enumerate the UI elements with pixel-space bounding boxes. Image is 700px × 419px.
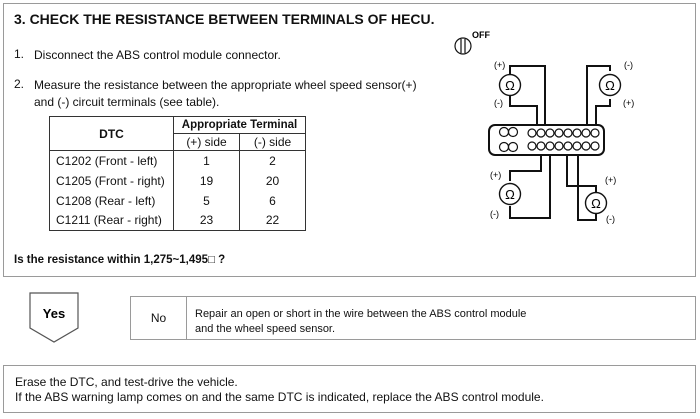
final-instruction-box: Erase the DTC, and test-drive the vehicl… [3,365,696,413]
plus-label: (+) [623,98,634,108]
minus-cell: 22 [239,210,306,231]
final-instruction-line: If the ABS warning lamp comes on and the… [15,390,544,404]
section-title: 3. CHECK THE RESISTANCE BETWEEN TERMINAL… [14,11,435,27]
connector-wiring-diagram: OFF Ω Ω Ω [454,30,634,224]
terminal-header: Appropriate Terminal [173,116,306,134]
table-row: C1202 (Front - left) 1 2 [49,150,306,171]
ohm-icon: Ω [505,78,515,93]
step-text: Measure the resistance between the appro… [34,78,417,109]
ohmmeter-rear-left: Ω [498,182,522,206]
plus-cell: 5 [173,190,240,211]
plus-cell: 19 [173,170,240,191]
plus-cell: 1 [173,150,240,171]
minus-cell: 2 [239,150,306,171]
no-label: No [131,297,187,339]
plus-label: (+) [605,175,616,185]
final-instruction-line: Erase the DTC, and test-drive the vehicl… [15,375,238,389]
dtc-terminal-table: DTC Appropriate Terminal (+) side (-) si… [49,116,306,231]
ohmmeter-front-left: Ω [498,73,522,97]
dtc-cell: C1208 (Rear - left) [49,190,174,211]
minus-label: (-) [494,98,503,108]
table-row: C1208 (Rear - left) 5 6 [49,190,306,211]
ohmmeter-front-right: Ω [598,73,622,97]
dtc-cell: C1205 (Front - right) [49,170,174,191]
table-row: C1211 (Rear - right) 23 22 [49,210,306,231]
resistance-question: Is the resistance within 1,275~1,495□ ? [14,254,226,266]
plus-cell: 23 [173,210,240,231]
table-row: C1205 (Front - right) 19 20 [49,170,306,191]
final-instruction: Erase the DTC, and test-drive the vehicl… [15,375,544,405]
ohm-icon: Ω [591,196,601,211]
minus-cell: 20 [239,170,306,191]
check-section-box [3,3,696,277]
no-result-box: No Repair an open or short in the wire b… [130,296,696,340]
no-instruction-line: Repair an open or short in the wire betw… [195,308,527,320]
ohm-icon: Ω [505,187,515,202]
ohmmeter-rear-right: Ω [584,191,608,215]
wiring [509,65,611,221]
yes-label: Yes [43,306,65,321]
minus-cell: 6 [239,190,306,211]
step-number: 1. [14,47,25,61]
minus-label: (-) [606,214,615,224]
step-number: 2. [14,77,25,91]
no-instruction: Repair an open or short in the wire betw… [195,307,526,337]
minus-label: (-) [490,209,499,219]
minus-side-header: (-) side [239,133,306,151]
yes-arrow: Yes [29,292,79,343]
off-label: OFF [472,30,490,40]
dtc-cell: C1202 (Front - left) [49,150,174,171]
step-1: 1. Disconnect the ABS control module conn… [14,47,424,64]
step-2: 2. Measure the resistance between the app… [14,77,424,111]
plus-label: (+) [490,170,501,180]
ohm-icon: Ω [605,78,615,93]
minus-label: (-) [624,60,633,70]
dtc-cell: C1211 (Rear - right) [49,210,174,231]
plus-label: (+) [494,60,505,70]
ignition-off-icon [454,37,472,55]
hecu-connector-icon [488,124,605,156]
no-instruction-line: and the wheel speed sensor. [195,323,336,335]
plus-side-header: (+) side [173,133,240,151]
step-text: Disconnect the ABS control module connec… [34,48,281,62]
dtc-header: DTC [49,116,174,151]
